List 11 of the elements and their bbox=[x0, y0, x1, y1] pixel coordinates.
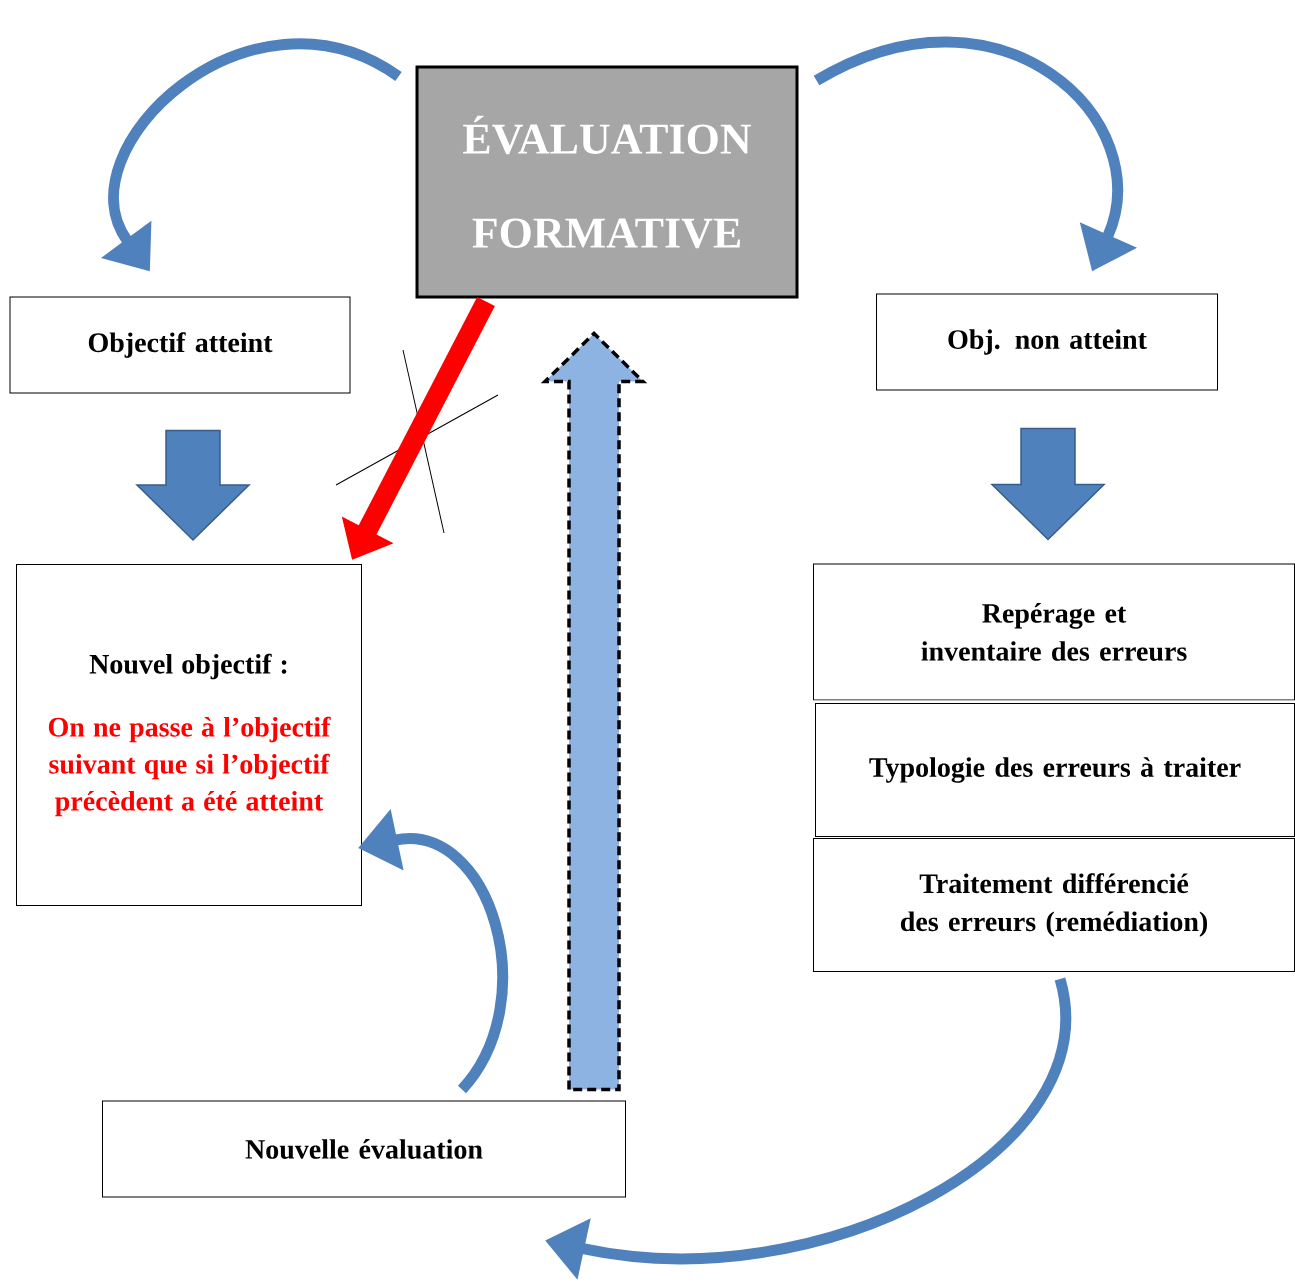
step-box: Typologie des erreurs à traiter bbox=[815, 703, 1295, 837]
objective-box: Nouvel objectif : On ne passe à l’objectif suivant que si l’objectif précèdent a été atteint bbox=[16, 564, 362, 906]
block-arrow bbox=[990, 427, 1106, 541]
step-box: Objectif atteint bbox=[9, 296, 351, 394]
step-box: Obj. non atteint bbox=[876, 293, 1218, 391]
step-box: Repérage et inventaire des erreurs bbox=[813, 563, 1295, 701]
title-box: ÉVALUATION FORMATIVE bbox=[415, 65, 799, 299]
step-box: Traitement différencié des erreurs (remédiation) bbox=[813, 838, 1295, 972]
block-arrow bbox=[135, 429, 251, 542]
block-arrow bbox=[540, 331, 648, 1092]
step-box: Nouvelle évaluation bbox=[102, 1100, 626, 1198]
